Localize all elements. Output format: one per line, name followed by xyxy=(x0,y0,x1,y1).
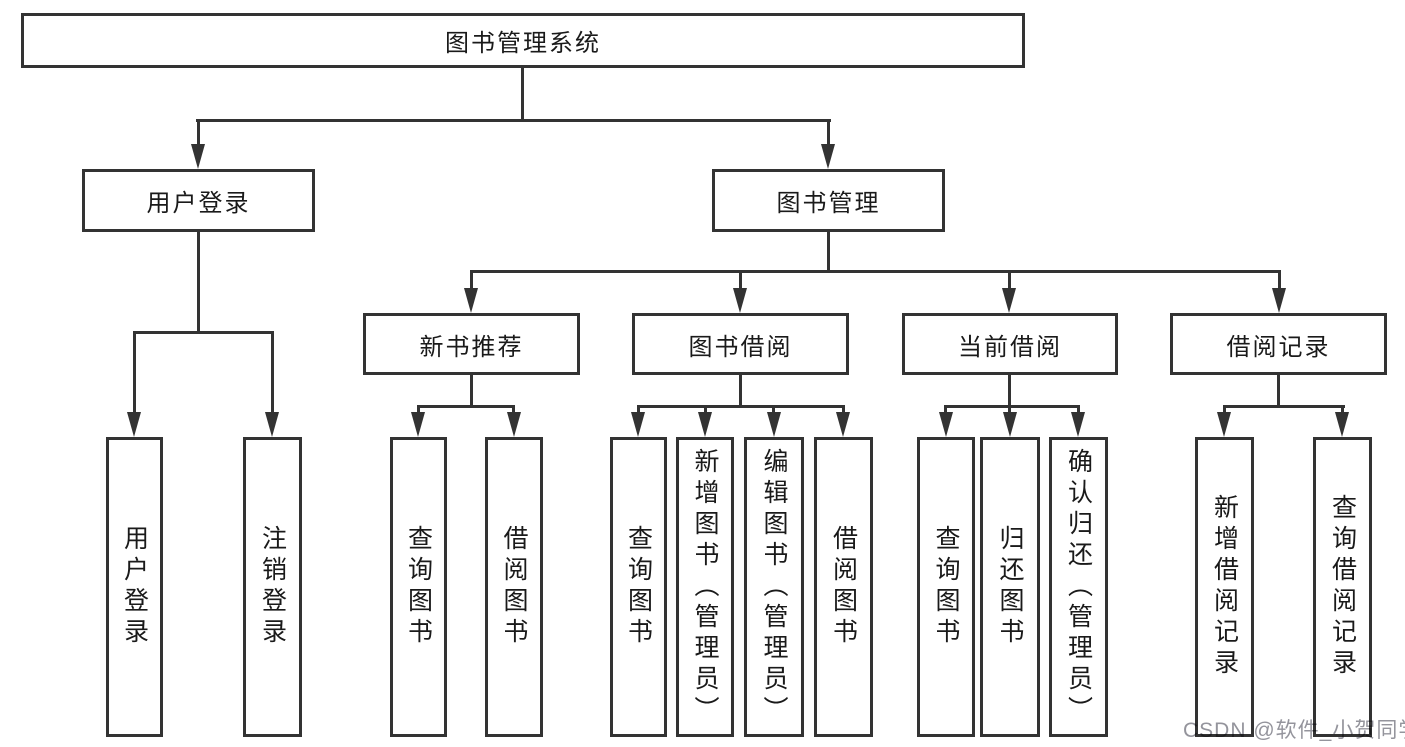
arrow-down-icon xyxy=(1071,412,1085,437)
arrow-down-icon xyxy=(821,144,835,169)
leaf-label: 查询图书 xyxy=(624,525,653,649)
connector-line xyxy=(271,331,274,414)
arrow-down-icon xyxy=(836,412,850,437)
leaf-query-books-borrow: 查询图书 xyxy=(610,437,667,737)
arrow-down-icon xyxy=(1003,412,1017,437)
node-label: 用户登录 xyxy=(146,190,251,217)
arrow-down-icon xyxy=(698,412,712,437)
arrow-down-icon xyxy=(191,144,205,169)
arrow-down-icon xyxy=(411,412,425,437)
arrow-down-icon xyxy=(1272,288,1286,313)
connector-line xyxy=(1277,375,1280,408)
arrow-down-icon xyxy=(767,412,781,437)
connector-line xyxy=(944,405,1080,408)
arrow-down-icon xyxy=(1217,412,1231,437)
connector-line xyxy=(637,405,640,414)
connector-line xyxy=(1278,270,1281,290)
connector-line xyxy=(842,405,845,414)
leaf-label: 归还图书 xyxy=(996,525,1024,649)
connector-line xyxy=(739,270,742,290)
node-label: 借阅记录 xyxy=(1226,333,1331,361)
node-label: 图书管理系统 xyxy=(445,30,601,57)
connector-line xyxy=(197,119,200,146)
arrow-down-icon xyxy=(265,412,279,437)
connector-line xyxy=(470,270,1281,273)
connector-line xyxy=(133,331,274,334)
node-label: 新书推荐 xyxy=(419,333,524,361)
arrow-down-icon xyxy=(733,288,747,313)
node-label: 图书借阅 xyxy=(688,333,793,361)
node-book-management: 图书管理 xyxy=(712,169,945,232)
leaf-borrow-books-recommend: 借阅图书 xyxy=(485,437,543,737)
connector-line xyxy=(197,232,200,334)
leaf-add-books-admin: 新增图书（管理员） xyxy=(676,437,734,737)
connector-line xyxy=(827,232,830,273)
leaf-label: 查询图书 xyxy=(404,525,433,649)
leaf-label: 查询图书 xyxy=(932,525,960,649)
node-current-borrowing: 当前借阅 xyxy=(902,313,1118,375)
arrow-down-icon xyxy=(1335,412,1349,437)
arrow-down-icon xyxy=(507,412,521,437)
leaf-add-borrow-record: 新增借阅记录 xyxy=(1195,437,1254,737)
node-borrowing-records: 借阅记录 xyxy=(1170,313,1387,375)
connector-line xyxy=(512,405,515,414)
connector-line xyxy=(521,68,524,120)
leaf-label: 借阅图书 xyxy=(500,525,528,649)
leaf-return-books: 归还图书 xyxy=(980,437,1040,737)
connector-line xyxy=(739,375,742,408)
leaf-logout: 注销登录 xyxy=(243,437,302,737)
connector-line xyxy=(827,119,830,146)
connector-line xyxy=(944,405,947,414)
connector-line xyxy=(637,405,845,408)
arrow-down-icon xyxy=(1002,288,1016,313)
leaf-borrow-books: 借阅图书 xyxy=(814,437,873,737)
leaf-label: 借阅图书 xyxy=(829,525,858,649)
connector-line xyxy=(196,119,831,122)
connector-line xyxy=(1341,405,1344,414)
leaf-query-books-current: 查询图书 xyxy=(917,437,975,737)
node-book-borrowing: 图书借阅 xyxy=(632,313,849,375)
connector-line xyxy=(1008,270,1011,290)
node-library-management-system: 图书管理系统 xyxy=(21,13,1025,68)
arrow-down-icon xyxy=(939,412,953,437)
node-label: 当前借阅 xyxy=(958,333,1062,361)
connector-line xyxy=(1077,405,1080,414)
connector-line xyxy=(470,270,473,290)
arrow-down-icon xyxy=(127,412,141,437)
leaf-label: 用户登录 xyxy=(120,525,149,649)
leaf-confirm-return-admin: 确认归还（管理员） xyxy=(1049,437,1108,737)
connector-line xyxy=(772,405,775,414)
connector-line xyxy=(1223,405,1226,414)
connector-line xyxy=(704,405,707,414)
csdn-watermark: CSDN @软件_小贺同学 xyxy=(1183,719,1405,742)
connector-line xyxy=(1008,375,1011,408)
arrow-down-icon xyxy=(464,288,478,313)
leaf-label: 确认归还（管理员） xyxy=(1064,447,1093,727)
leaf-query-borrow-record: 查询借阅记录 xyxy=(1313,437,1372,737)
leaf-label: 编辑图书（管理员） xyxy=(760,447,788,727)
leaf-label: 新增借阅记录 xyxy=(1210,494,1239,680)
connector-line xyxy=(417,405,515,408)
connector-line xyxy=(1223,405,1345,408)
connector-line xyxy=(417,405,420,414)
connector-line xyxy=(470,375,473,408)
leaf-label: 查询借阅记录 xyxy=(1328,494,1357,680)
arrow-down-icon xyxy=(631,412,645,437)
node-user-login: 用户登录 xyxy=(82,169,315,232)
leaf-query-books-recommend: 查询图书 xyxy=(390,437,447,737)
node-new-book-recommendation: 新书推荐 xyxy=(363,313,580,375)
node-label: 图书管理 xyxy=(776,190,881,217)
leaf-label: 新增图书（管理员） xyxy=(691,447,719,727)
leaf-label: 注销登录 xyxy=(258,525,287,649)
connector-line xyxy=(1008,405,1011,414)
leaf-edit-books-admin: 编辑图书（管理员） xyxy=(744,437,804,737)
leaf-user-login: 用户登录 xyxy=(106,437,163,737)
connector-line xyxy=(133,331,136,414)
